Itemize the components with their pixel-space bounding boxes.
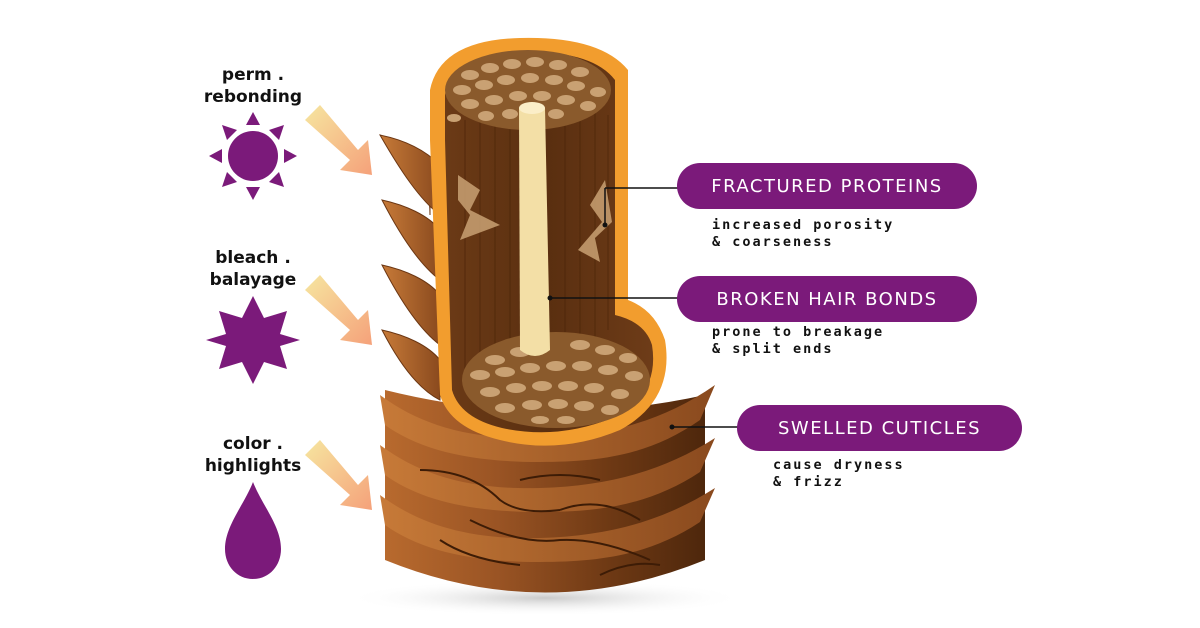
treatment-line: perm . <box>221 65 285 85</box>
droplet-icon <box>225 482 281 579</box>
callout-title: SWELLED CUTICLES <box>777 417 982 439</box>
callout-desc-line: & split ends <box>712 341 834 357</box>
callout-desc-line: & frizz <box>773 474 844 490</box>
treatment-label-color: color . highlights <box>188 433 318 477</box>
leader-line-fractured <box>604 187 678 225</box>
treatment-arrows <box>305 105 372 510</box>
arrow-2 <box>305 275 372 345</box>
callout-desc-line: cause dryness <box>773 457 905 473</box>
callout-desc-line: prone to breakage <box>712 324 885 340</box>
treatment-line: highlights <box>204 456 302 476</box>
sun-icon <box>209 112 297 200</box>
callout-swelled-cuticles: SWELLED CUTICLES <box>737 405 1022 451</box>
callout-title: BROKEN HAIR BONDS <box>716 288 938 310</box>
treatment-line: rebonding <box>203 87 303 107</box>
ground-shadow <box>345 580 745 616</box>
treatment-line: balayage <box>209 270 297 290</box>
leader-dot-cuticles <box>669 424 675 430</box>
hair-cortex-column <box>430 37 667 446</box>
callout-desc-line: increased porosity <box>712 217 895 233</box>
treatment-line: bleach . <box>215 248 291 268</box>
treatment-label-perm: perm . rebonding <box>188 64 318 108</box>
treatment-line: color . <box>222 434 284 454</box>
callout-desc-line: & coarseness <box>712 234 834 250</box>
callout-title: FRACTURED PROTEINS <box>711 175 943 197</box>
leader-dot-bonds <box>547 295 553 301</box>
leader-dot-fractured <box>602 222 608 228</box>
callout-desc-fractured: increased porosity & coarseness <box>712 217 894 251</box>
callout-desc-bonds: prone to breakage & split ends <box>712 324 884 358</box>
cuticle-scales-left <box>379 134 441 401</box>
callout-broken-hair-bonds: BROKEN HAIR BONDS <box>677 276 977 322</box>
arrow-3 <box>305 440 372 510</box>
treatment-label-bleach: bleach . balayage <box>188 247 318 291</box>
starburst-icon <box>206 296 300 384</box>
callout-fractured-proteins: FRACTURED PROTEINS <box>677 163 977 209</box>
hair-shaft-base <box>380 385 715 593</box>
callout-desc-cuticles: cause dryness & frizz <box>773 457 905 491</box>
arrow-1 <box>305 105 372 175</box>
